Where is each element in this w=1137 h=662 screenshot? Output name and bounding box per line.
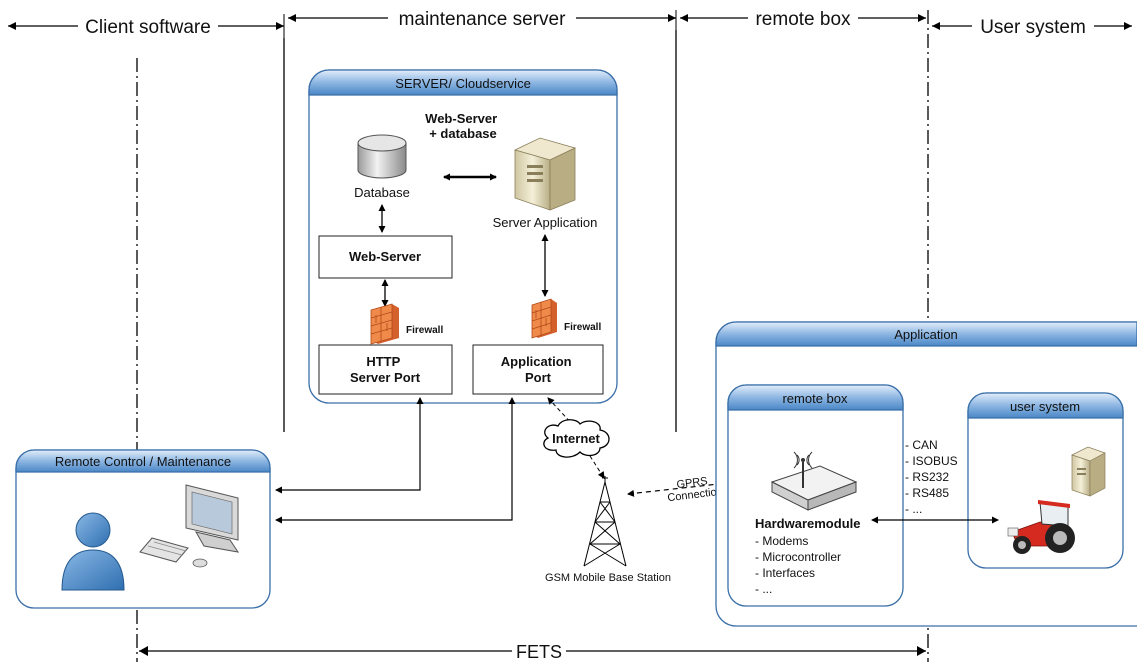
firewall-icon xyxy=(370,303,399,345)
hardware-item: - Modems xyxy=(755,534,808,548)
zone-remote-box: remote box xyxy=(755,9,851,30)
internet-tower-link xyxy=(589,455,605,479)
gprs-link xyxy=(627,476,765,497)
fets-span: FETS xyxy=(139,642,926,662)
zone-header: Client software maintenance server remot… xyxy=(8,9,1132,38)
application-panel-title: Application xyxy=(894,327,958,342)
gsm-label: GSM Mobile Base Station xyxy=(545,572,671,584)
remote-control-title: Remote Control / Maintenance xyxy=(55,454,231,469)
user-system-title: user system xyxy=(1010,399,1080,414)
hardware-item: - ... xyxy=(755,582,772,596)
server-tower-icon xyxy=(1071,446,1106,497)
computer-icon xyxy=(139,484,240,568)
interface-item: - ISOBUS xyxy=(905,454,958,468)
firewall-icon xyxy=(531,298,557,339)
interface-item: - CAN xyxy=(905,438,938,452)
interface-list: - CAN - ISOBUS - RS232 - RS485 - ... xyxy=(905,438,958,516)
hardware-module-title: Hardwaremodule xyxy=(755,516,860,531)
server-panel-title: SERVER/ Cloudservice xyxy=(395,76,531,91)
hardware-items: - Modems - Microcontroller - Interfaces … xyxy=(755,534,841,596)
database-icon xyxy=(357,134,407,179)
remote-control-panel: Remote Control / Maintenance xyxy=(15,449,271,609)
server-panel: SERVER/ Cloudservice Web-Server + databa… xyxy=(308,69,618,404)
interface-item: - RS232 xyxy=(905,470,949,484)
web-server-db-label: Web-Server + database xyxy=(425,111,501,141)
person-icon xyxy=(61,512,125,591)
firewall-label-1: Firewall xyxy=(406,325,443,336)
client-connections xyxy=(275,397,516,524)
web-server-box-label: Web-Server xyxy=(349,249,421,264)
remote-box-title: remote box xyxy=(782,391,848,406)
internet-cloud-icon xyxy=(543,419,610,458)
application-panel: Application remote box Hardwaremodule - … xyxy=(715,321,1137,627)
fets-label: FETS xyxy=(516,642,562,662)
server-app-label: Server Application xyxy=(493,215,598,230)
interface-item: - RS485 xyxy=(905,486,949,500)
tractor-icon xyxy=(1007,500,1075,554)
http-server-port-label: HTTP Server Port xyxy=(350,354,421,385)
hardware-item: - Microcontroller xyxy=(755,550,841,564)
firewall-label-2: Firewall xyxy=(564,322,601,333)
server-tower-icon xyxy=(513,137,577,211)
zone-client-software: Client software xyxy=(85,17,211,38)
interface-item: - ... xyxy=(905,502,922,516)
gsm-tower-icon xyxy=(583,476,627,567)
hardware-item: - Interfaces xyxy=(755,566,815,580)
application-port-label: Application Port xyxy=(501,354,575,385)
router-icon xyxy=(770,451,858,511)
zone-user-system: User system xyxy=(980,17,1086,38)
database-label: Database xyxy=(354,185,410,200)
internet-label: Internet xyxy=(552,431,600,446)
web-server-box xyxy=(318,235,453,279)
application-port-box xyxy=(472,344,604,395)
zone-maintenance-server: maintenance server xyxy=(399,9,567,30)
http-server-port-box xyxy=(318,344,453,395)
